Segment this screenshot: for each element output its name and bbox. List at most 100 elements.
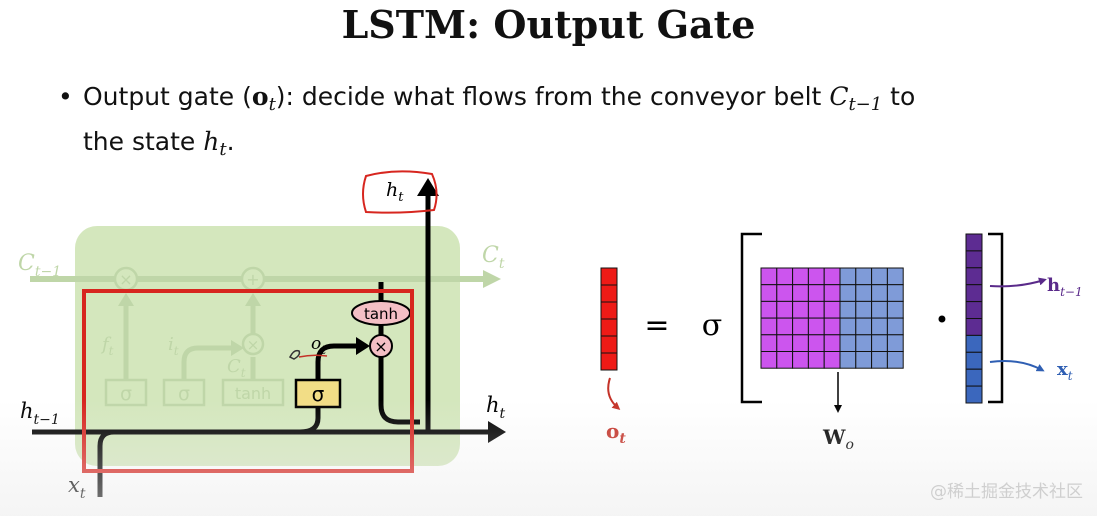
lstm-cell: × + Ct−1 Ct × ft it Ct σ σ tanh xyxy=(18,170,506,502)
input-multiply-symbol: × xyxy=(247,336,260,354)
bullet-mid: ): decide what flows from the conveyor b… xyxy=(275,82,830,111)
bullet-line2: the state xyxy=(83,127,204,157)
o-vector-cell xyxy=(600,335,618,354)
pen-mark-icon xyxy=(288,349,301,360)
w-cell-h-part xyxy=(760,334,778,352)
annotation-underline xyxy=(298,354,328,358)
output-multiply-symbol: × xyxy=(374,337,387,356)
slide-title: LSTM: Output Gate xyxy=(341,2,756,47)
w-cell-x-part xyxy=(871,267,888,286)
w-cell-x-part xyxy=(886,334,904,352)
w-cell-x-part xyxy=(839,284,857,302)
w-cell-x-part xyxy=(871,334,888,352)
sigma-symbol: σ xyxy=(702,308,722,343)
w-cell-x-part xyxy=(886,267,904,286)
w-cell-h-part xyxy=(776,267,794,286)
bullet-after-c: to xyxy=(882,82,916,111)
w-cell-x-part xyxy=(839,334,857,352)
h-symbol: h xyxy=(203,127,220,157)
o-vector-cell xyxy=(600,284,618,303)
w-cell-h-part xyxy=(823,317,841,336)
w-label: Wo xyxy=(822,425,854,453)
x-vector-label: xt xyxy=(1057,359,1073,383)
faded-arrow-f xyxy=(118,293,134,306)
h-prev-label: ht−1 xyxy=(20,399,60,428)
bullet-text: Output gate (ot): decide what flows from… xyxy=(83,78,1033,168)
w-cell-h-part xyxy=(760,351,778,369)
w-cell-h-part xyxy=(823,267,841,286)
w-cell-x-part xyxy=(871,284,888,302)
equation: ot = σ Wo • ht−1 xt xyxy=(600,232,1083,453)
c-symbol: C xyxy=(829,82,849,111)
w-cell-h-part xyxy=(776,300,794,319)
w-cell-h-part xyxy=(760,267,778,286)
o-vector-cell xyxy=(600,267,618,286)
h-out-arrowhead xyxy=(488,421,506,443)
w-matrix xyxy=(760,267,904,369)
dot-product-symbol: • xyxy=(935,306,949,334)
hx-vector xyxy=(965,233,983,404)
w-cell-h-part xyxy=(760,317,778,336)
w-cell-x-part xyxy=(886,284,904,302)
c-next-label: Ct xyxy=(482,243,505,272)
w-cell-h-part xyxy=(776,334,794,352)
w-cell-h-part xyxy=(807,351,825,369)
w-cell-h-part xyxy=(792,300,809,319)
input-multiply-node xyxy=(241,332,265,356)
o-sub: t xyxy=(268,94,276,116)
o-symbol: o xyxy=(251,82,269,111)
w-cell-x-part xyxy=(886,351,904,369)
x-vector-cell xyxy=(965,385,983,404)
w-cell-x-part xyxy=(871,317,888,336)
h-top-arrowhead xyxy=(417,178,439,196)
output-sigma-label: σ xyxy=(312,382,325,406)
h-top-label: ht xyxy=(386,179,404,205)
w-cell-h-part xyxy=(776,351,794,369)
watermark: @稀土掘金技术社区 xyxy=(930,482,1083,502)
w-cell-h-part xyxy=(792,284,809,302)
o-vector-cell xyxy=(600,318,618,337)
w-cell-h-part xyxy=(792,334,809,352)
faded-arrow-c xyxy=(245,293,261,306)
w-cell-x-part xyxy=(855,351,873,369)
w-cell-x-part xyxy=(839,317,857,336)
h-vector-cell xyxy=(965,267,983,286)
w-cell-x-part xyxy=(855,284,873,302)
faded-arrow-i xyxy=(231,340,244,356)
x-vector-cell xyxy=(965,351,983,370)
w-cell-h-part xyxy=(807,317,825,336)
w-cell-h-part xyxy=(807,284,825,302)
w-cell-x-part xyxy=(855,300,873,319)
w-cell-h-part xyxy=(792,317,809,336)
w-cell-x-part xyxy=(886,317,904,336)
h-prev-vector-label: ht−1 xyxy=(1047,275,1083,299)
o-vector xyxy=(600,267,618,371)
w-cell-h-part xyxy=(776,317,794,336)
bullet-dot: • xyxy=(58,82,73,111)
add-symbol: + xyxy=(246,270,259,289)
o-t-label: ot xyxy=(311,334,326,357)
h-vector-cell xyxy=(965,318,983,336)
o-to-multiply-arrowhead xyxy=(356,337,370,355)
h-vector-cell xyxy=(965,250,983,269)
w-cell-h-part xyxy=(760,300,778,319)
x-vector-cell xyxy=(965,334,983,353)
bullet-prefix: Output gate ( xyxy=(83,82,252,111)
h-next-label: ht xyxy=(486,393,506,422)
right-bracket xyxy=(988,232,1004,404)
candidate-tanh-label: tanh xyxy=(235,384,271,403)
w-cell-h-part xyxy=(823,334,841,352)
h-prev-arrow xyxy=(989,277,1047,288)
equals-sign: = xyxy=(644,308,669,343)
input-sigma-label: σ xyxy=(178,383,190,405)
h-vector-cell xyxy=(965,233,983,252)
h-vector-cell xyxy=(965,301,983,320)
h-sub: t xyxy=(219,139,227,161)
w-cell-h-part xyxy=(776,284,794,302)
c-tilde-label: Ct xyxy=(227,356,246,380)
w-cell-h-part xyxy=(823,351,841,369)
w-cell-x-part xyxy=(871,300,888,319)
w-cell-h-part xyxy=(807,267,825,286)
output-multiply-node xyxy=(369,334,393,358)
